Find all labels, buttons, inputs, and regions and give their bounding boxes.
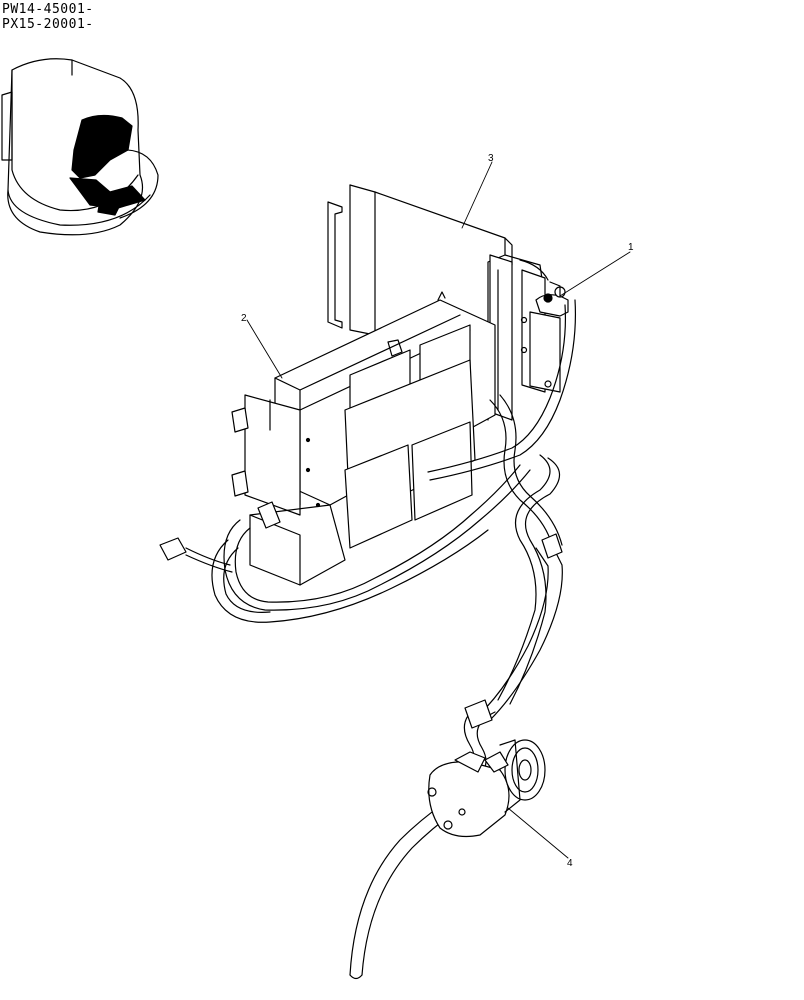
callout-1: 1 bbox=[628, 242, 634, 253]
harness-connector bbox=[159, 537, 233, 573]
callout-4: 4 bbox=[567, 858, 573, 869]
ac-hoses bbox=[211, 259, 576, 980]
locator-machine-icon bbox=[1, 58, 159, 236]
callout-leaders bbox=[246, 161, 631, 859]
serial-range-labels: PW14-45001- PX15-20001- bbox=[2, 2, 94, 32]
serial-range-2: PX15-20001- bbox=[2, 17, 94, 32]
receiver-dryer-part-1 bbox=[520, 269, 569, 393]
evaporator-unit-part-2 bbox=[231, 291, 496, 586]
callout-3: 3 bbox=[488, 153, 494, 164]
callout-2: 2 bbox=[241, 313, 247, 324]
serial-range-1: PW14-45001- bbox=[2, 2, 94, 17]
compressor-part-4 bbox=[427, 739, 546, 838]
